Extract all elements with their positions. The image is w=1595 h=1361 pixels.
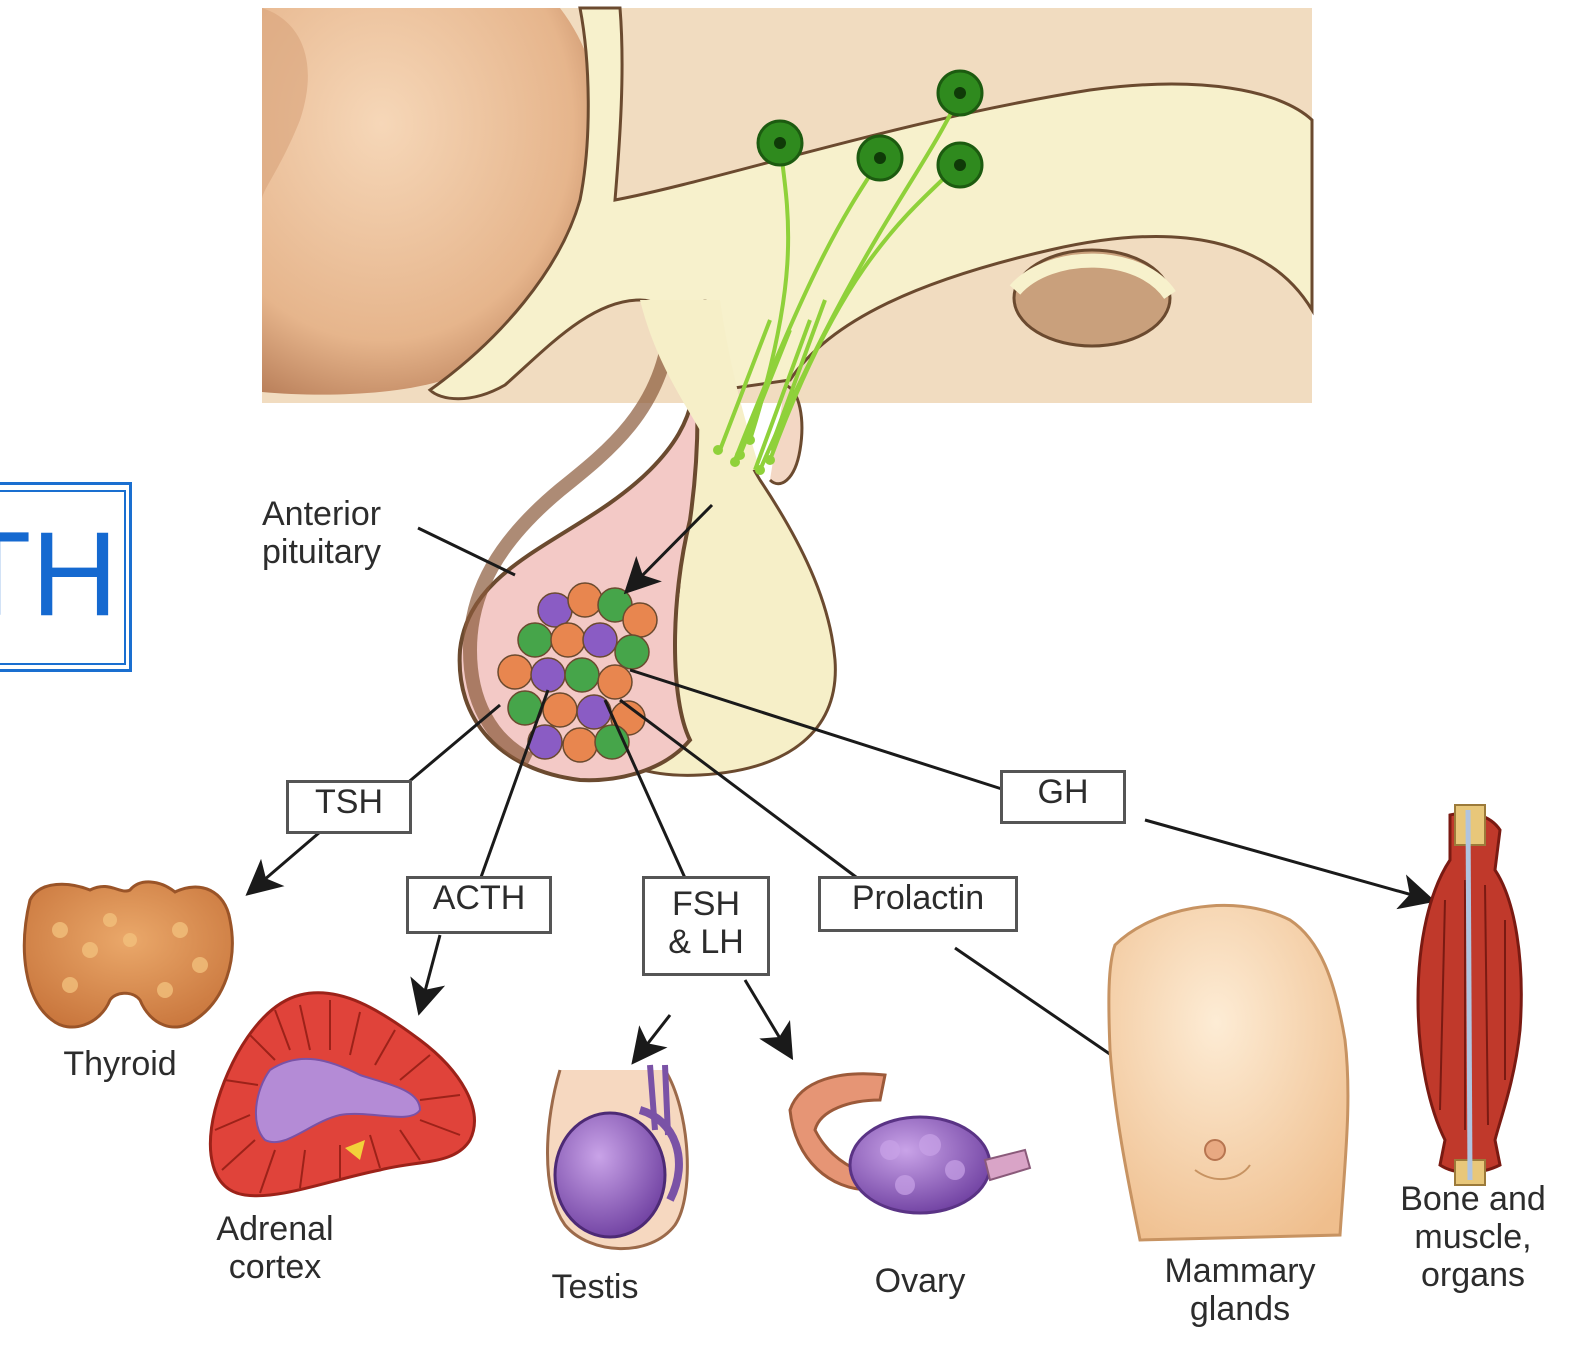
target-label-bone-muscle-line1: Bone and <box>1378 1180 1568 1218</box>
hormone-box-acth: ACTH <box>406 876 552 934</box>
anterior-pituitary-label-line2: pituitary <box>262 533 381 571</box>
anterior-pituitary-label: Anterior pituitary <box>262 495 381 571</box>
arrow-fsh-testis <box>635 1015 670 1060</box>
hormone-box-tsh: TSH <box>286 780 412 834</box>
arrow-lh-ovary <box>745 980 790 1055</box>
target-label-mammary: Mammary glands <box>1135 1252 1345 1328</box>
arrow-gh-muscle <box>1145 820 1430 900</box>
anterior-pituitary-label-line1: Anterior <box>262 495 381 533</box>
target-label-mammary-line2: glands <box>1135 1290 1345 1328</box>
arrow-acth-adrenal <box>420 935 440 1010</box>
target-label-bone-muscle: Bone and muscle, organs <box>1378 1180 1568 1294</box>
arrow-tsh-thyroid <box>250 832 320 892</box>
target-label-adrenal: Adrenal cortex <box>190 1210 360 1286</box>
thyroid-illustration <box>24 882 232 1027</box>
target-label-adrenal-line1: Adrenal <box>190 1210 360 1248</box>
ovary-illustration <box>790 1074 1030 1213</box>
hormone-box-fsh-lh-line2: & LH <box>645 923 767 961</box>
target-label-adrenal-line2: cortex <box>190 1248 360 1286</box>
hormone-box-gh: GH <box>1000 770 1126 824</box>
target-label-thyroid: Thyroid <box>40 1045 200 1083</box>
target-label-ovary: Ovary <box>845 1262 995 1300</box>
muscle-illustration <box>1418 805 1521 1185</box>
target-label-testis: Testis <box>520 1268 670 1306</box>
hormone-box-prolactin: Prolactin <box>818 876 1018 932</box>
target-label-mammary-line1: Mammary <box>1135 1252 1345 1290</box>
hormone-box-fsh-lh-line1: FSH <box>645 885 767 923</box>
mammary-illustration <box>1109 905 1348 1240</box>
target-label-bone-muscle-line2: muscle, <box>1378 1218 1568 1256</box>
hormone-box-fsh-lh: FSH & LH <box>642 876 770 976</box>
testis-illustration <box>548 1065 688 1249</box>
target-label-bone-muscle-line3: organs <box>1378 1256 1568 1294</box>
title-text: TH <box>0 504 128 644</box>
adrenal-illustration <box>210 993 474 1196</box>
